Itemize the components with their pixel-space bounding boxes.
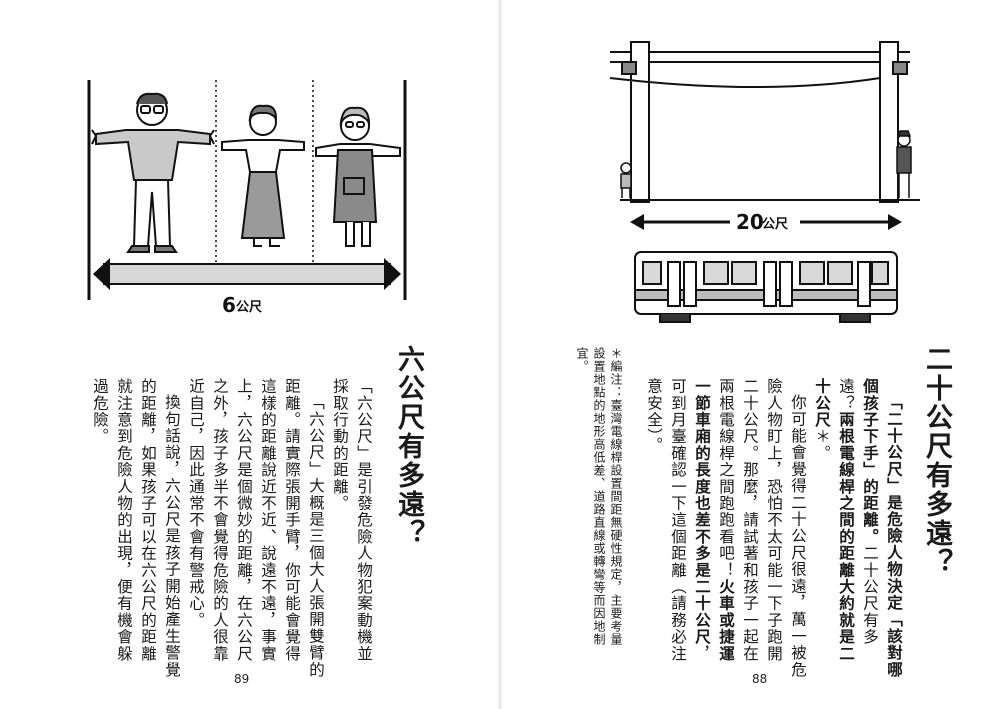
right-paragraph-2: 你可能會覺得二十公尺很遠，萬一被危險人物盯上，恐怕不太可能一下子跑開二十公尺。那… (642, 378, 810, 678)
left-heading: 六公尺有多遠？ (393, 345, 424, 548)
child-figure (620, 162, 632, 198)
right-p1-bold-2: 兩根電線桿之間的距離大約就是二十公尺 (813, 378, 855, 662)
six-meter-arrow (93, 258, 401, 290)
twenty-meter-illustration: 20 公尺 (609, 41, 920, 323)
train-car (634, 251, 898, 323)
right-p2-bold: 火車或捷運一節車廂的長度也差不多是二十公尺 (693, 378, 735, 662)
book-gutter (497, 0, 503, 709)
right-body: 「二十公尺」是危險人物決定「該對哪個孩子下手」的距離。二十公尺有多遠？兩根電線桿… (645, 378, 906, 678)
six-meter-number: 6 (222, 293, 236, 317)
left-paragraph-1: 「六公尺」是引發危險人物犯案動機並採取行動的距離。 (331, 378, 373, 662)
right-heading: 二十公尺有多遠？ (921, 345, 952, 577)
six-meter-illustration: 6 公尺 (87, 80, 407, 317)
right-paragraph-1: 「二十公尺」是危險人物決定「該對哪個孩子下手」的距離。二十公尺有多遠？兩根電線桿… (810, 378, 906, 678)
right-page-number: 88 (752, 672, 768, 686)
left-body: 「六公尺」是引發危險人物犯案動機並採取行動的距離。 「六公尺」大概是三個大人張開… (86, 378, 376, 678)
right-p2-end: ，可到月臺確認一下這個距離（請務必注意安全）。 (645, 378, 711, 662)
right-p1-end: 。 (813, 444, 831, 462)
page-right: 20 公尺 二十公尺有多遠？ 「二十公尺」是危險人 (500, 0, 1000, 709)
footnote-text: ＊編注：臺灣電線桿設置間距無硬性規定，主要考量設置地點的地形高低差、道路直線或轉… (575, 347, 623, 646)
stranger-figure (896, 130, 912, 198)
man-figure (91, 92, 215, 253)
left-page-number: 89 (234, 672, 250, 686)
twenty-meter-number: 20 (736, 210, 764, 234)
twenty-meter-unit: 公尺 (762, 217, 788, 232)
twenty-meter-arrow (630, 214, 902, 230)
six-meter-unit: 公尺 (236, 300, 262, 315)
right-p1-text: 二十公尺有多遠？ (837, 378, 879, 646)
left-paragraph-3: 換句話說，六公尺是孩子開始產生警覺的距離，如果孩子可以在六公尺的距離就注意到危險… (91, 378, 181, 678)
right-p2-text: 你可能會覺得二十公尺很遠，萬一被危險人物盯上，恐怕不太可能一下子跑開二十公尺。那… (717, 378, 807, 678)
electric-poles (609, 41, 920, 203)
page-left: 6 公尺 六公尺有多遠？ 「六公尺」是引發危險人物犯案動機並採取行動的距離。 「… (86, 80, 424, 686)
footnote-mark: ＊ (813, 428, 831, 445)
right-p1-bold-1: 「二十公尺」是危險人物決定「該對哪個孩子下手」的距離。 (861, 378, 903, 678)
grandmother-figure (315, 106, 401, 247)
left-paragraph-2: 「六公尺」大概是三個大人張開雙臂的距離。請實際張開手臂，你可能會覺得這樣的距離說… (187, 378, 325, 678)
right-footnote: ＊編注：臺灣電線桿設置間距無硬性規定，主要考量設置地點的地形高低差、道路直線或轉… (575, 347, 624, 647)
woman-figure (221, 104, 305, 247)
